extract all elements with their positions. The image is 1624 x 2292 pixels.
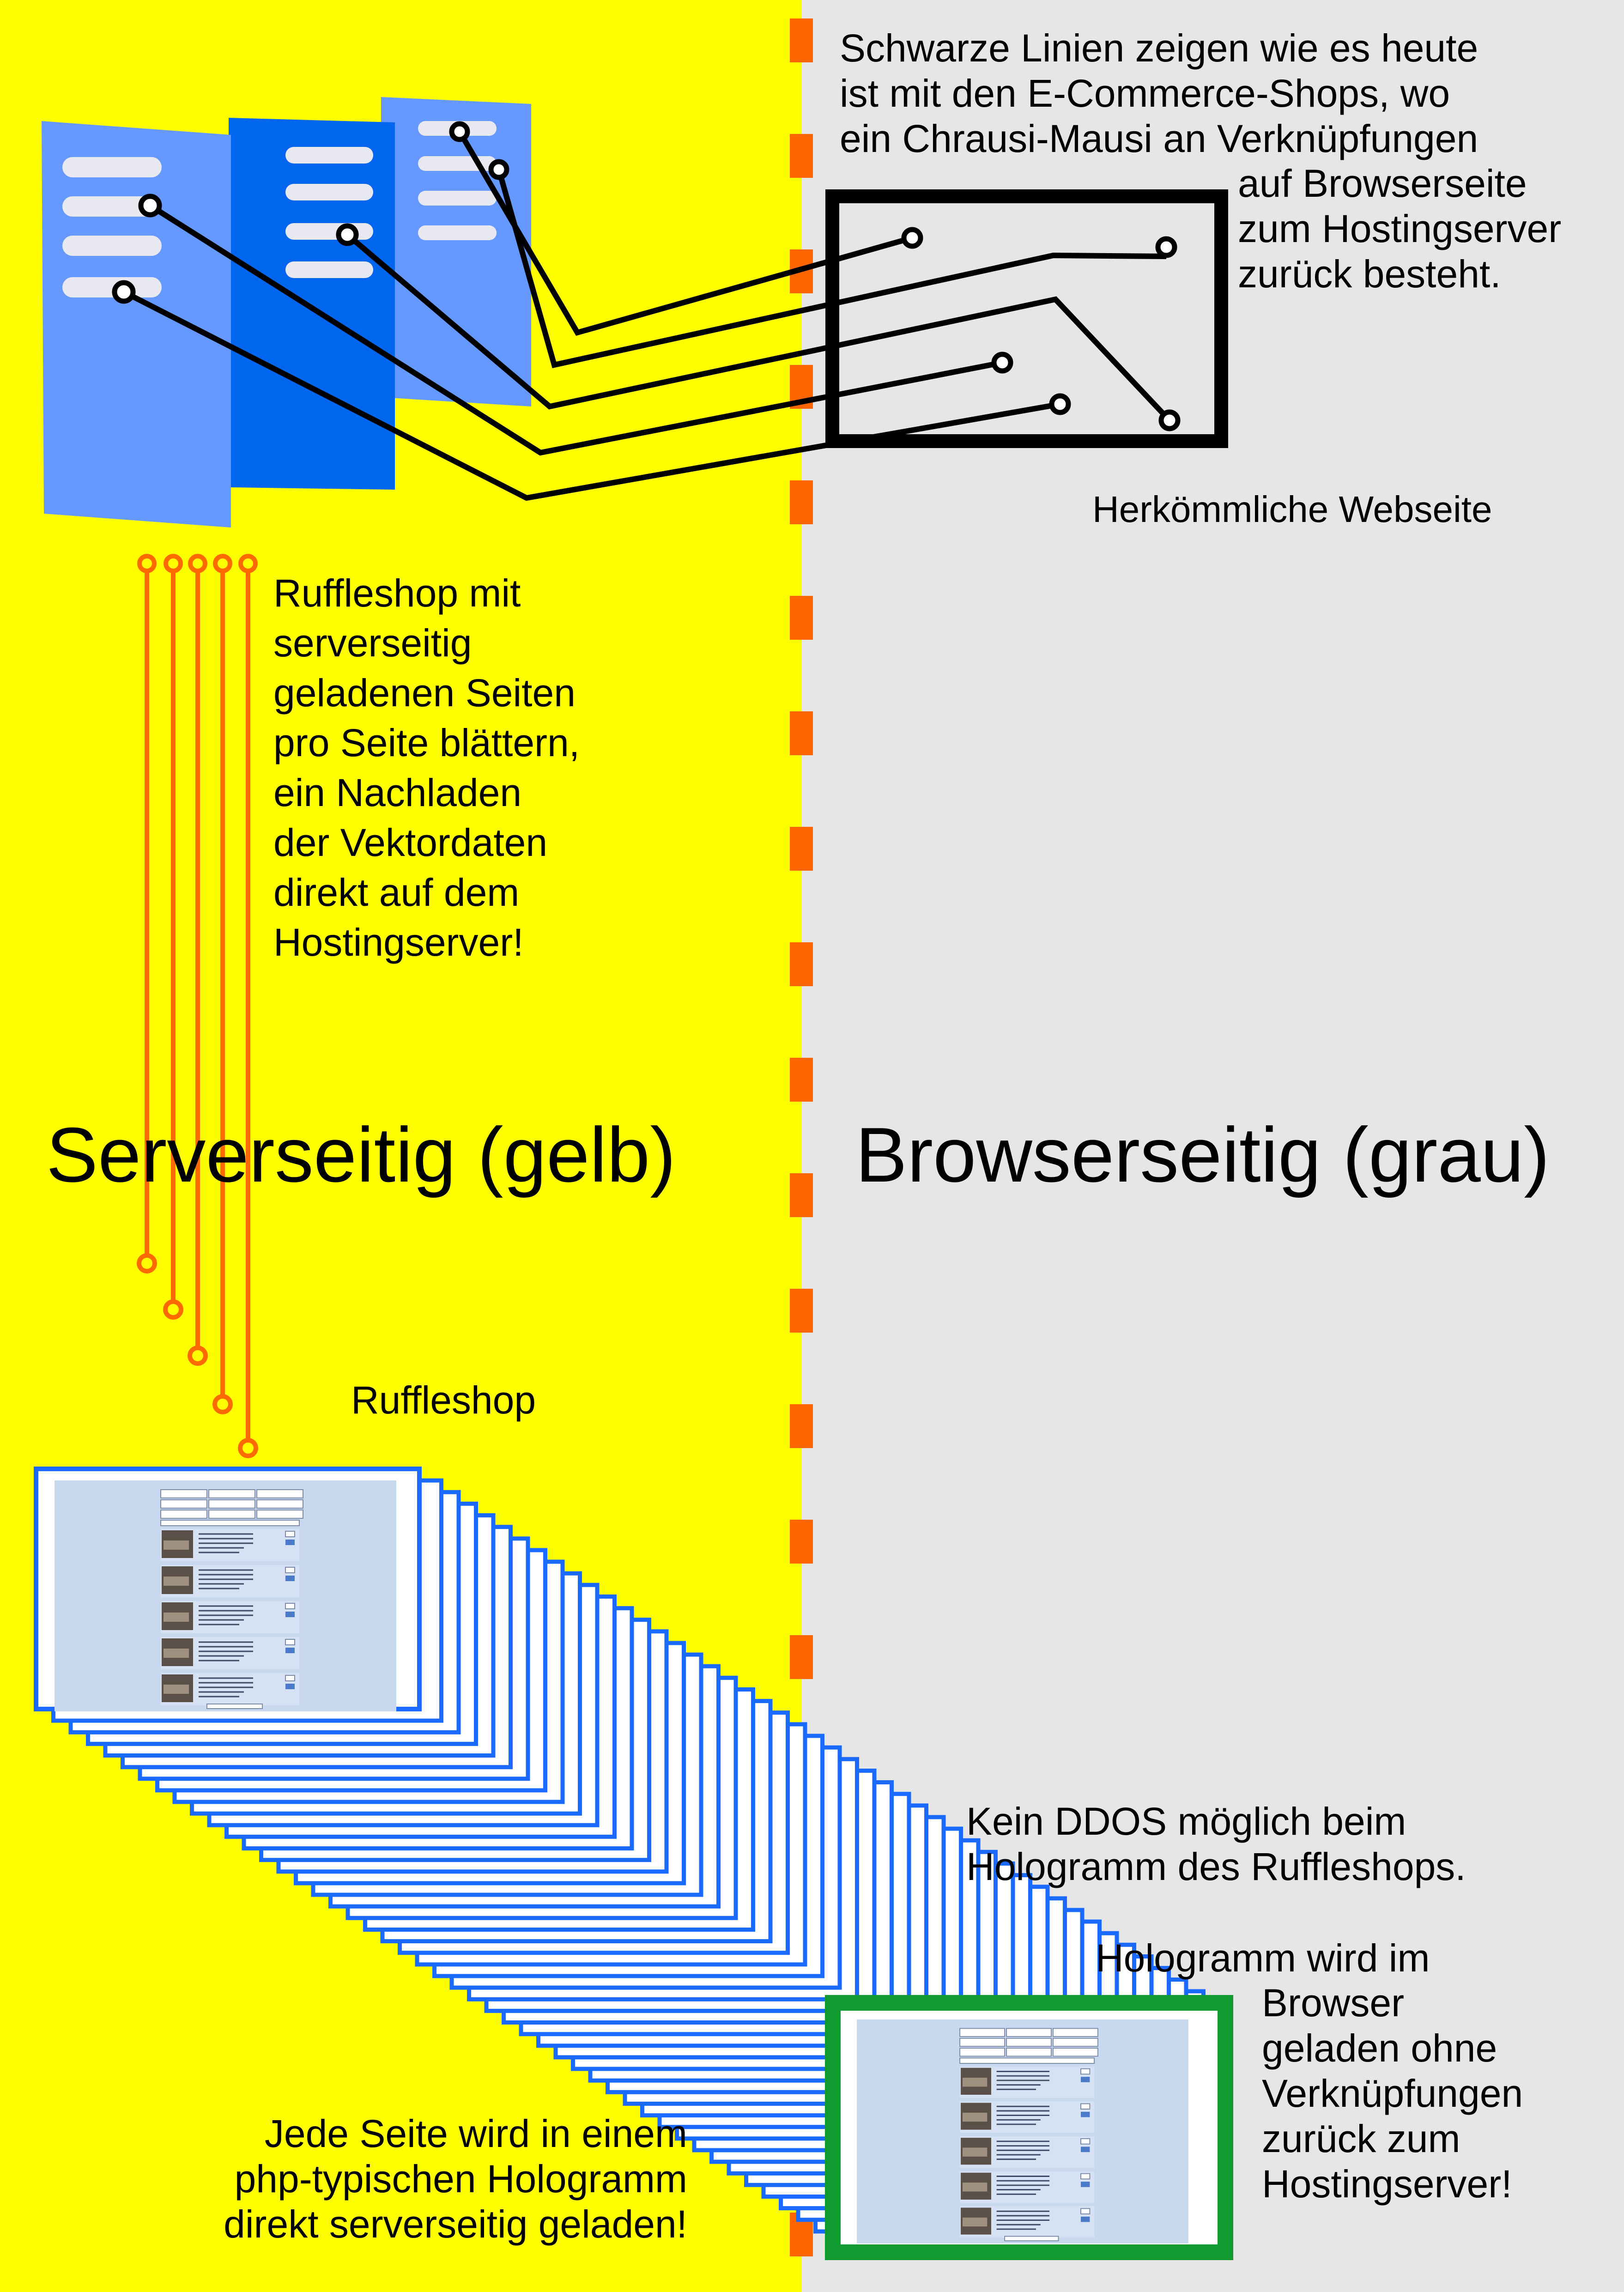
ruffleshop-front-page [34, 1467, 422, 1711]
browser-side-heading: Browserseitig (grau) [855, 1111, 1550, 1198]
conventional-connections [112, 121, 1181, 501]
conventional-webpage-label: Herkömmliche Webseite [1092, 489, 1492, 530]
ruffleshop-server-lines [137, 554, 258, 1458]
top-right-description: Schwarze Linien zeigen wie es heute ist … [840, 26, 1479, 160]
top-right-description-cont: auf Browserseite zum Hostingserver zurüc… [1238, 162, 1562, 296]
server-side-heading: Serverseitig (gelb) [46, 1111, 676, 1198]
hologram-browser-note-cont: Browser geladen ohne Verknüpfungen zurüc… [1262, 1981, 1523, 2206]
ruffleshop-label: Ruffleshop [351, 1378, 536, 1422]
webpage-frame-icon [825, 189, 1228, 448]
ruffleshop-server-description: Ruffleshop mit serverseitig geladenen Se… [273, 571, 580, 964]
hologram-page [825, 1995, 1233, 2260]
server-rack-icon [42, 97, 531, 528]
no-ddos-note: Kein DDOS möglich beim Hologramm des Ruf… [966, 1800, 1466, 1888]
hologram-browser-note: Hologramm wird im [1096, 1936, 1430, 1980]
each-page-note: Jede Seite wird in einem php-typischen H… [224, 2112, 687, 2246]
